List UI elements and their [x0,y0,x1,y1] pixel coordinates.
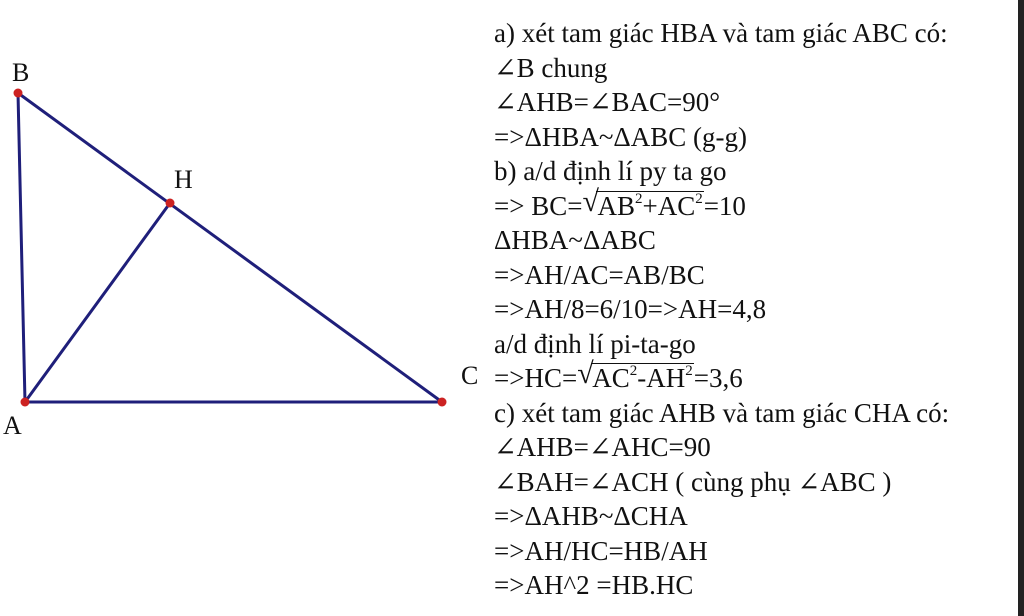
solution-line: =>ΔHBA~ΔABC (g-g) [494,121,748,152]
label-b: B [12,58,29,87]
solution-text: a) xét tam giác HBA và tam giác ABC có: … [494,16,1022,603]
segment-ab [16,91,27,404]
radical-icon: √ [582,184,599,218]
exponent: 2 [695,190,703,207]
solution-line: =>AH^2 =HB.HC [494,570,694,600]
solution-line: b) a/d định lí py ta go [494,156,727,186]
solution-line: =>AH/AC=AB/BC [494,259,705,290]
solution-line: a) xét tam giác HBA và tam giác ABC có: [494,18,948,48]
segment-ah [23,201,172,404]
vertex-c [437,397,447,407]
radicand-term: -AH [637,363,686,393]
solution-line: ∠BAH=∠ACH ( cùng phụ ∠ABC ) [494,466,892,497]
vertex-labels: B H A C [3,58,478,440]
sqrt-hc: √AC2-AH2 [577,357,694,396]
solution-line: ΔHBA~ΔABC [494,225,656,255]
bc-prefix: => BC= [494,190,583,221]
vertex-b [13,88,23,98]
triangle-diagram: B H A C [3,58,478,440]
hc-result: =3,6 [693,363,743,393]
solution-line-hc: =>HC=√AC2-AH2=3,6 [494,357,1022,396]
exponent: 2 [685,363,693,379]
solution-line: ∠B chung [494,52,608,83]
solution-line: ∠AHB=∠BAC=90° [494,87,721,117]
radicand-term: AB [597,190,635,221]
label-a: A [3,411,22,440]
exponent: 2 [629,363,638,379]
solution-line: c) xét tam giác AHB và tam giác CHA có: [494,397,950,428]
vertex-a [20,397,30,407]
solution-line: ∠AHB=∠AHC=90 [494,432,711,462]
solution-line: a/d định lí pi-ta-go [494,328,696,359]
radicand-term: AC [592,363,630,393]
triangle-vertices [13,88,447,407]
exponent: 2 [634,190,643,207]
solution-line: =>ΔAHB~ΔCHA [494,501,688,531]
vertex-h [165,198,175,208]
solution-line: =>AH/HC=HB/AH [494,535,708,566]
right-edge-bar [1018,0,1024,616]
radicand-term: +AC [642,190,696,221]
radicand-bc: AB2+AC2 [596,190,704,221]
segment-bc [16,91,444,404]
solution-line: =>AH/8=6/10=>AH=4,8 [494,294,767,324]
bc-result: =10 [703,190,746,221]
triangle-segments [16,91,444,404]
label-h: H [174,165,193,194]
sqrt-bc: √AB2+AC2 [582,185,704,224]
hc-prefix: =>HC= [494,363,578,393]
radical-icon: √ [577,357,594,390]
solution-line-bc: => BC=√AB2+AC2=10 [494,185,1022,224]
radicand-hc: AC2-AH2 [591,363,694,392]
label-c: C [461,361,478,390]
